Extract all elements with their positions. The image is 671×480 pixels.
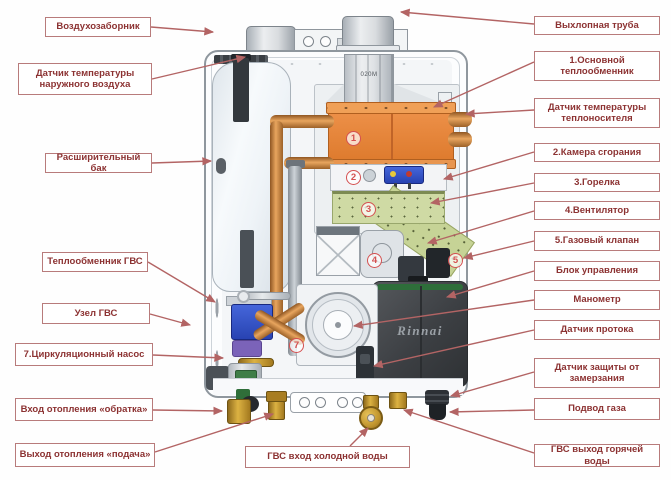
heat-exchanger-top-rail [326,102,456,114]
label-outdoor-temp-sensor: Датчик температуры наружного воздуха [18,63,152,95]
dhw-mixing-valve [232,340,262,357]
hot-water-fitting [389,392,407,409]
leader-exhaust-pipe [399,8,535,25]
leader-dhw-unit [149,313,192,327]
label-pressure-gauge: Манометр [534,290,660,310]
marker-7-circulation-pump: 7 [289,338,304,353]
fan-volute [360,230,404,278]
label-exhaust-pipe: Выхлопная труба [534,16,660,35]
label-heating-return-inlet: Вход отопления «обратка» [15,398,153,421]
tank-bracket-bar [240,230,254,288]
leader-hot-water-outlet [402,408,535,454]
brand-logo: Rinnai [397,323,443,338]
leader-cold-water-inlet [349,427,369,447]
ignition-port [363,169,376,182]
label-air-intake: Воздухозаборник [45,17,151,37]
gas-valve-block [426,248,450,278]
flow-sensor-body [356,346,374,382]
bracket-hole [352,397,363,408]
marker-3-burner: 3 [361,202,376,217]
valve-cap-screw [367,414,375,422]
flow-sensor-window [360,354,370,364]
fan-housing [316,226,360,276]
leader-expansion-tank [151,157,213,166]
bottom-bracket [290,392,366,413]
fan-housing-top-bar [317,227,359,235]
label-gas-valve: 5.Газовый клапан [534,231,660,251]
label-dhw-cold-water-inlet: ГВС вход холодной воды [245,446,410,468]
ignition-control-module [384,166,424,189]
label-control-unit: Блок управления [534,261,660,281]
gas-inlet-connector [425,390,449,405]
label-gas-supply: Подвод газа [534,398,660,420]
burner [332,191,445,224]
marker-2-combustion-chamber: 2 [346,170,361,185]
leader-coolant-temp-sensor [464,109,535,118]
duct-model-label: 020M [360,72,378,78]
label-coolant-temp-sensor: Датчик температуры теплоносителя [534,98,660,128]
copper-pipe-vertical [270,121,283,326]
copper-pipe-top-elbow [270,115,334,128]
flue-pipe-cap [286,160,305,168]
plate-hole [303,36,314,47]
bracket-hole [299,397,310,408]
gas-inlet-pipe [429,404,446,420]
indicator-yellow [390,171,396,177]
label-fan: 4.Вентилятор [534,201,660,220]
label-expansion-tank: Расширительный бак [45,152,152,174]
pressure-gauge-hub [335,322,341,328]
leader-gas-supply [448,407,535,416]
screws-top [222,60,454,69]
label-freeze-protection: Датчик защиты от замерзания [534,358,660,388]
heating-return-fitting [227,399,251,424]
case-bottom-strip [213,378,463,395]
label-dhw-hot-water-outlet: ГВС выход горячей воды [534,444,660,467]
bracket-hole [337,397,348,408]
label-flow-sensor: Датчик протока [534,320,660,340]
label-circulation-pump: 7.Циркуляционный насос [15,343,153,366]
marker-5-gas-valve: 5 [448,253,463,268]
label-main-heat-exchanger: 1.Основной теплообменник [534,51,660,81]
label-combustion-chamber: 2.Камера сгорания [534,143,660,162]
label-dhw-heat-exchanger: Теплообменник ГВС [42,252,148,272]
outdoor-sensor-conduit [233,58,249,122]
plate-hole [320,36,331,47]
label-burner: 3.Горелка [534,173,660,192]
marker-4-fan: 4 [367,253,382,268]
bracket-hole [315,397,326,408]
flue-duct: 020M [344,54,394,106]
heating-supply-fitting [268,401,285,420]
marker-1-main-heat-exchanger: 1 [346,131,361,146]
hx-divider [391,114,393,160]
control-unit: Rinnai [372,281,468,387]
indicator-red [406,171,412,177]
air-intake-pipe [246,26,296,52]
label-dhw-unit: Узел ГВС [42,303,150,324]
dhw-lever-ring [237,290,250,303]
fan-housing-brace [317,235,359,275]
leader-gas-valve [462,240,535,261]
leader-air-intake [150,26,215,36]
label-heating-supply-outlet: Выход отопления «подача» [15,443,155,467]
case-keyhole [216,158,226,174]
cold-water-valve-cap [359,406,383,430]
leader-heating-return [152,406,224,416]
dhw-lever [243,292,291,300]
hx-outlet-stub-lower [448,132,472,147]
hx-outlet-stub-upper [448,112,472,127]
